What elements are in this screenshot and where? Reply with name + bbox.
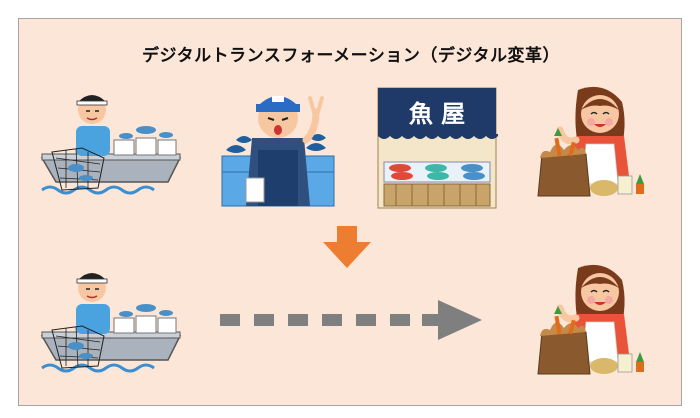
fisherman-on-boat-icon	[40, 93, 182, 195]
fisherman-on-boat-icon	[40, 271, 182, 373]
fish-shop-icon: 魚 屋	[377, 87, 498, 209]
fish-shop-sign: 魚 屋	[409, 100, 465, 128]
shopper-with-bag-icon	[538, 87, 644, 196]
down-arrow	[323, 226, 371, 268]
fish-market-worker-icon	[221, 96, 335, 207]
diagram-title: デジタルトランスフォーメーション（デジタル変革）	[142, 46, 560, 66]
dashed-right-arrow	[220, 300, 482, 340]
shopper-with-bag-icon	[538, 265, 644, 374]
